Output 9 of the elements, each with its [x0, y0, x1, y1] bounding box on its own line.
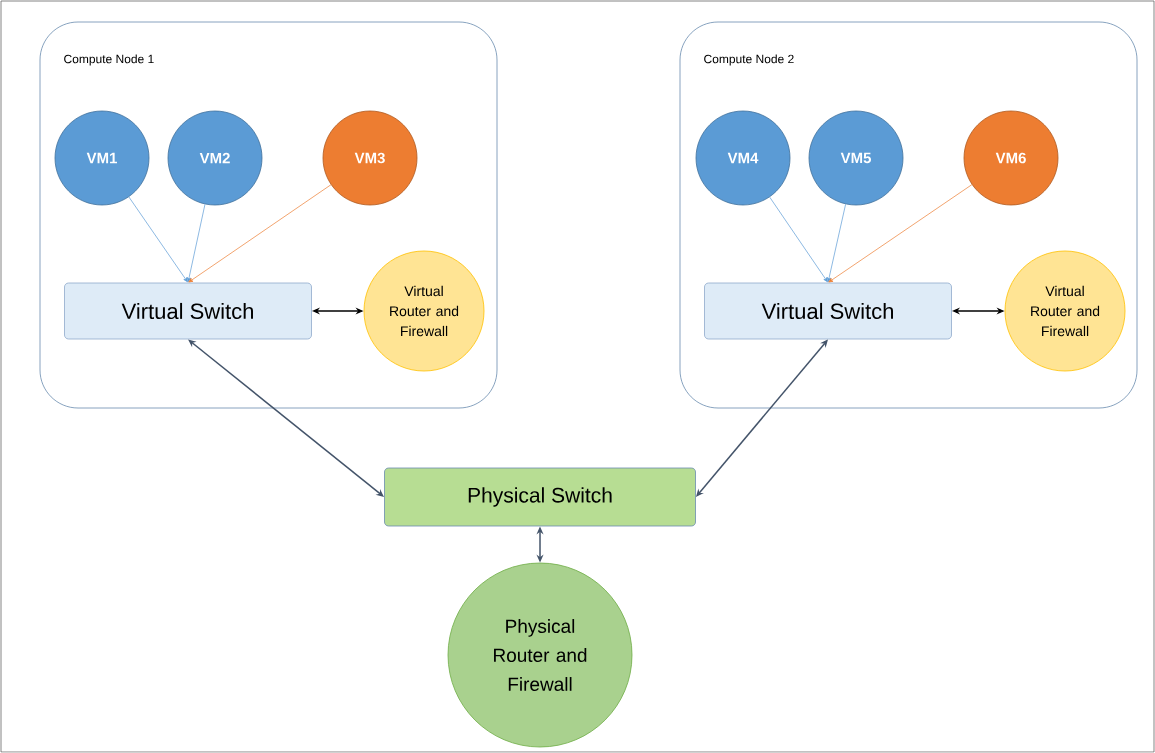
virtual-switch-box: Virtual Switch — [64, 282, 312, 340]
arrow — [828, 184, 973, 283]
arrow — [827, 203, 846, 283]
arrow — [128, 196, 188, 283]
arrow — [187, 204, 206, 283]
virtual-switch-box: Virtual Switch — [704, 282, 952, 340]
arrow — [188, 184, 332, 283]
physical-switch-box: Physical Switch — [384, 467, 696, 527]
arrow — [769, 196, 828, 283]
